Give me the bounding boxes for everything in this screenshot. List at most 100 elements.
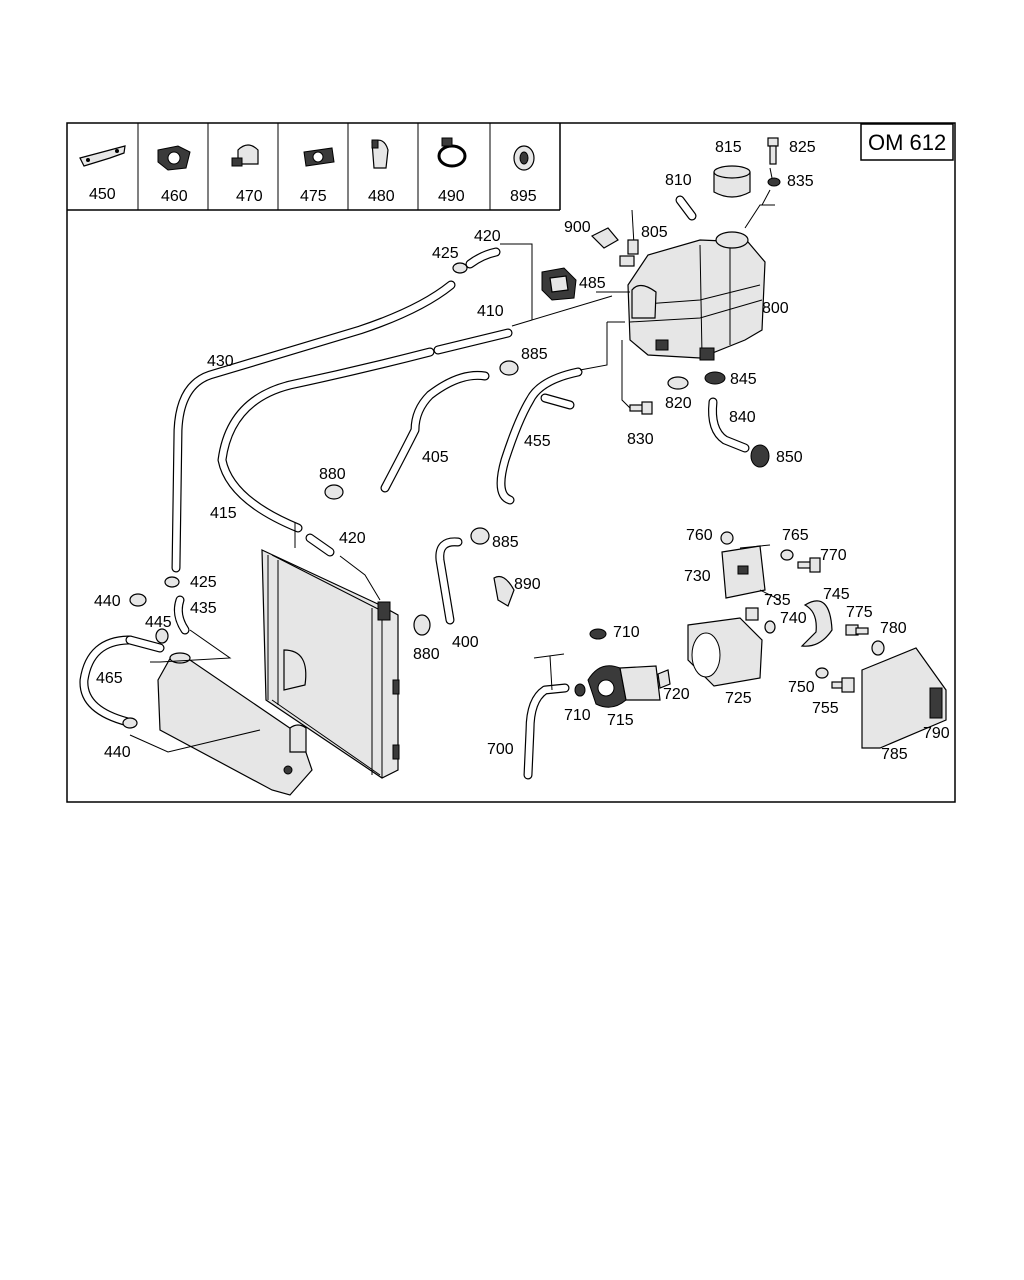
callout-485: 485 bbox=[579, 275, 606, 292]
bracket-730 bbox=[721, 545, 766, 599]
callout-710: 710 bbox=[613, 624, 640, 641]
sensor-805 bbox=[619, 209, 639, 267]
callout-735: 735 bbox=[764, 592, 791, 609]
legend-number: 460 bbox=[161, 188, 188, 205]
callout-730: 730 bbox=[684, 568, 711, 585]
connector-900 bbox=[590, 227, 619, 249]
callout-885: 885 bbox=[521, 346, 548, 363]
callout-445: 445 bbox=[145, 614, 172, 631]
callout-845: 845 bbox=[730, 371, 757, 388]
cover-745 bbox=[800, 600, 833, 647]
callout-715: 715 bbox=[607, 712, 634, 729]
clamp-440-upper bbox=[129, 593, 147, 607]
callout-830: 830 bbox=[627, 431, 654, 448]
callout-740: 740 bbox=[780, 610, 807, 627]
callout-420: 420 bbox=[339, 530, 366, 547]
callout-770: 770 bbox=[820, 547, 847, 564]
callout-765: 765 bbox=[782, 527, 809, 544]
bolt-830 bbox=[629, 401, 653, 415]
hose-420-upper bbox=[465, 247, 501, 269]
clamp-845 bbox=[704, 371, 726, 385]
clamp-880-lower bbox=[413, 614, 431, 636]
bolt-770 bbox=[797, 557, 821, 573]
leader-lines bbox=[129, 167, 781, 753]
hose-840 bbox=[708, 397, 750, 453]
callout-725: 725 bbox=[725, 690, 752, 707]
clamp-850 bbox=[750, 444, 770, 468]
callout-820: 820 bbox=[665, 395, 692, 412]
callout-400: 400 bbox=[452, 634, 479, 651]
callout-775: 775 bbox=[846, 604, 873, 621]
diagram-frame bbox=[66, 122, 956, 803]
hose-420-lower bbox=[305, 533, 335, 557]
double-holder-icon bbox=[303, 147, 335, 167]
hose-410 bbox=[433, 328, 513, 355]
callout-755: 755 bbox=[812, 700, 839, 717]
callout-425: 425 bbox=[432, 245, 459, 262]
callout-840: 840 bbox=[729, 409, 756, 426]
washer-780 bbox=[871, 640, 885, 656]
callout-425: 425 bbox=[190, 574, 217, 591]
hose-400 bbox=[435, 537, 463, 625]
charge-air-cooler bbox=[157, 652, 313, 796]
clamp-clip-icon bbox=[157, 145, 191, 171]
callout-710: 710 bbox=[564, 707, 591, 724]
bolt-755 bbox=[831, 677, 855, 693]
callout-465: 465 bbox=[96, 670, 123, 687]
callout-890: 890 bbox=[514, 576, 541, 593]
washer-765 bbox=[780, 549, 794, 561]
callout-780: 780 bbox=[880, 620, 907, 637]
washer-750 bbox=[815, 667, 829, 679]
callout-455: 455 bbox=[524, 433, 551, 450]
callout-815: 815 bbox=[715, 139, 742, 156]
callout-405: 405 bbox=[422, 449, 449, 466]
callout-415: 415 bbox=[210, 505, 237, 522]
callout-790: 790 bbox=[923, 725, 950, 742]
nut-760 bbox=[720, 531, 734, 545]
callout-810: 810 bbox=[665, 172, 692, 189]
callout-440: 440 bbox=[104, 744, 131, 761]
callout-825: 825 bbox=[789, 139, 816, 156]
callout-885: 885 bbox=[492, 534, 519, 551]
washer-740 bbox=[764, 620, 776, 634]
callout-880: 880 bbox=[413, 646, 440, 663]
bracket-icon bbox=[79, 145, 126, 167]
callout-900: 900 bbox=[564, 219, 591, 236]
connector-425-lower bbox=[164, 576, 180, 588]
reference-box bbox=[860, 123, 954, 161]
hose-810 bbox=[675, 195, 697, 221]
spring-clip-icon bbox=[371, 139, 389, 169]
clip-890 bbox=[493, 575, 515, 607]
callout-420: 420 bbox=[474, 228, 501, 245]
bolt-775 bbox=[845, 624, 869, 636]
legend-number: 895 bbox=[510, 188, 537, 205]
callout-410: 410 bbox=[477, 303, 504, 320]
spacer-735 bbox=[745, 607, 759, 621]
legend-strip bbox=[67, 123, 561, 211]
callout-700: 700 bbox=[487, 741, 514, 758]
callout-800: 800 bbox=[762, 300, 789, 317]
clamp-880-upper bbox=[324, 484, 344, 500]
callout-850: 850 bbox=[776, 449, 803, 466]
callout-750: 750 bbox=[788, 679, 815, 696]
cap-820 bbox=[667, 376, 689, 390]
bracket-485 bbox=[541, 267, 577, 301]
tank-cap bbox=[713, 165, 751, 198]
clip-445 bbox=[155, 628, 169, 644]
water-pump bbox=[574, 628, 671, 708]
legend-number: 450 bbox=[89, 186, 116, 203]
callout-435: 435 bbox=[190, 600, 217, 617]
callout-720: 720 bbox=[663, 686, 690, 703]
hose-700 bbox=[523, 653, 570, 780]
expansion-tank bbox=[627, 204, 775, 361]
hose-430 bbox=[171, 280, 456, 573]
hose-455 bbox=[496, 367, 583, 505]
heat-shield-725 bbox=[687, 617, 763, 687]
grommet-icon bbox=[513, 145, 535, 171]
clamp-885-lower bbox=[470, 527, 490, 545]
callout-835: 835 bbox=[787, 173, 814, 190]
callout-880: 880 bbox=[319, 466, 346, 483]
clamp-885-upper bbox=[499, 360, 519, 376]
clamp-440-lower bbox=[122, 717, 138, 729]
